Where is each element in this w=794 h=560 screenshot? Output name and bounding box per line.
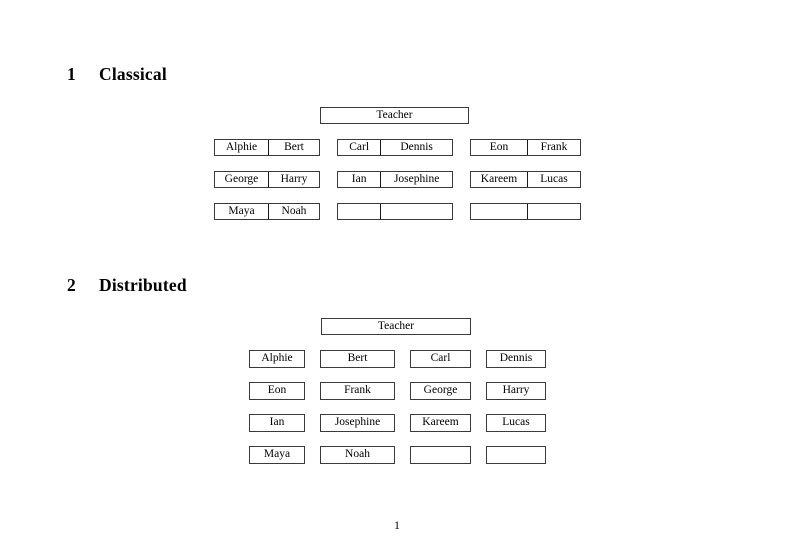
table-cell: George [224, 172, 259, 185]
distributed-box: Dennis [486, 350, 546, 368]
distributed-box: Carl [410, 350, 471, 368]
distributed-box: Alphie [249, 350, 305, 368]
table-cell: Dennis [380, 140, 452, 155]
distributed-teacher-box: Teacher [321, 318, 471, 335]
section-heading-distributed: 2 Distributed [67, 275, 187, 296]
distributed-box: Ian [249, 414, 305, 432]
table-cell-empty [526, 204, 580, 219]
page-number: 1 [394, 520, 400, 532]
table-cell: Kareem [480, 172, 518, 185]
table-cell-empty [380, 204, 452, 219]
section-number: 2 [67, 275, 76, 295]
table-cell: Lucas [526, 172, 580, 187]
classical-group-left-row-1: Alphie Bert [214, 139, 320, 156]
table-cell: Josephine [380, 172, 452, 187]
distributed-box: Josephine [320, 414, 395, 432]
distributed-box: Frank [320, 382, 395, 400]
distributed-box-empty [486, 446, 546, 464]
classical-group-right-row-2: Kareem Lucas [470, 171, 581, 188]
distributed-box: Lucas [486, 414, 546, 432]
table-cell: Harry [267, 172, 319, 187]
section-title: Distributed [99, 275, 187, 295]
table-cell: Frank [526, 140, 580, 155]
classical-group-left-row-2: George Harry [214, 171, 320, 188]
table-cell-empty [471, 204, 527, 219]
classical-group-middle-row-2: Ian Josephine [337, 171, 453, 188]
table-cell: Maya [228, 204, 255, 217]
classical-group-middle-row-3 [337, 203, 453, 220]
table-cell: Alphie [225, 140, 258, 153]
classical-group-middle-row-1: Carl Dennis [337, 139, 453, 156]
table-cell-empty [338, 204, 380, 219]
table-cell: Eon [489, 140, 509, 153]
distributed-box: Noah [320, 446, 395, 464]
classical-teacher-box: Teacher [320, 107, 469, 124]
distributed-box: Eon [249, 382, 305, 400]
distributed-box-empty [410, 446, 471, 464]
section-number: 1 [67, 64, 76, 84]
classical-group-right-row-3 [470, 203, 581, 220]
table-cell: Carl [349, 140, 370, 153]
table-cell: Ian [351, 172, 367, 185]
section-heading-classical: 1 Classical [67, 64, 167, 85]
distributed-box: Bert [320, 350, 395, 368]
classical-group-left-row-3: Maya Noah [214, 203, 320, 220]
distributed-box: George [410, 382, 471, 400]
distributed-box: Kareem [410, 414, 471, 432]
table-cell: Noah [267, 204, 319, 219]
table-cell: Bert [267, 140, 319, 155]
section-title: Classical [99, 64, 167, 84]
classical-group-right-row-1: Eon Frank [470, 139, 581, 156]
distributed-box: Maya [249, 446, 305, 464]
distributed-box: Harry [486, 382, 546, 400]
